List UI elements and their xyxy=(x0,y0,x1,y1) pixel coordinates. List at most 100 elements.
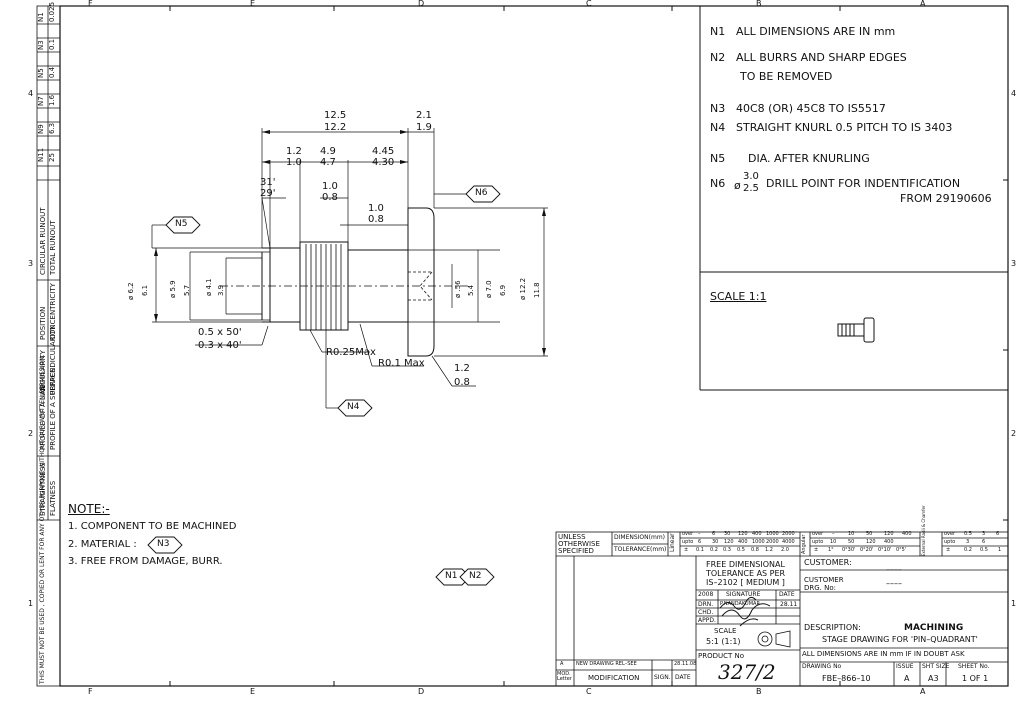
tb-ext-pm: ± xyxy=(946,547,951,553)
dim-chamfer-2: 0.3 x 40' xyxy=(198,340,242,351)
arrowheads xyxy=(154,130,546,356)
dim-dia-4-1: ø 4.1 xyxy=(205,278,213,296)
tb-lin-tol-0: 0.1 xyxy=(696,547,704,553)
tb-unless: UNLESS xyxy=(558,533,586,541)
signature xyxy=(719,596,771,627)
tb-description: DESCRIPTION: xyxy=(804,623,861,632)
tb-free-dim: FREE DIMENSIONAL xyxy=(706,560,785,569)
legend-position: POSITION xyxy=(39,306,47,340)
tb-lin-upto-0: 6 xyxy=(698,539,702,545)
tb-chd: CHD. xyxy=(698,609,714,616)
zone-number-4: 4 xyxy=(1011,89,1017,98)
zone-letter-f: F xyxy=(88,0,93,8)
tb-upto: upto xyxy=(682,539,694,545)
tb-lin-upto-2: 120 xyxy=(724,539,734,545)
tb-dimension-mm: DIMENSION(mm) xyxy=(614,534,666,541)
note-n6-sub: 2.5 xyxy=(743,183,759,194)
dim-1-0c: 1.0 xyxy=(368,203,384,214)
note-n6-text: DRILL POINT FOR INDENTIFICATION xyxy=(766,177,961,190)
tb-mod-letter: MOD. Letter xyxy=(557,671,572,682)
tb-ang-pm: ± xyxy=(814,547,819,553)
dim-1-0: 1.0 xyxy=(286,157,302,168)
tb-specified: SPECIFIED xyxy=(558,547,594,555)
roughness-n1: N1 xyxy=(37,12,45,22)
drill-hidden xyxy=(220,271,470,301)
dim-dia-6-9: 6.9 xyxy=(499,284,507,296)
tb-ang-over-3: 120 xyxy=(884,531,894,537)
dim-12-5: 12.5 xyxy=(324,110,347,121)
tb-linear: Linear xyxy=(669,533,676,552)
dim-dia-7-0: ø 7.0 xyxy=(485,280,493,298)
tb-sheet-no: 1 OF 1 xyxy=(962,674,989,683)
balloon-n4: N4 xyxy=(347,402,360,412)
note-n6-sup: 3.0 xyxy=(743,171,759,182)
note-heading: NOTE:- xyxy=(68,502,110,516)
dim-dia-12-2: ø 12.2 xyxy=(519,277,527,300)
tb-ext-upto-1: 6 xyxy=(982,539,986,545)
tb-mod-text: NEW DRAWING REL–SEE xyxy=(576,661,637,667)
dim-4-9: 4.9 xyxy=(320,146,336,157)
tb-mod-a: A xyxy=(560,661,564,667)
tb-ext-tol-0: 0.2 xyxy=(964,547,972,553)
dim-4-45: 4.45 xyxy=(372,146,395,157)
scale-label: SCALE 1:1 xyxy=(710,290,767,303)
zone-letter-a-bottom: A xyxy=(920,687,926,696)
tb-drg-no: DRG. No: xyxy=(804,584,837,592)
roughness-n7: N7 xyxy=(37,96,45,106)
roughness-v11: 25 xyxy=(48,153,56,162)
dim-4-7: 4.7 xyxy=(320,157,336,168)
zone-number-2-left: 2 xyxy=(28,429,34,438)
zone-letter-e-bottom: E xyxy=(250,687,256,696)
tb-issue: A xyxy=(904,674,910,683)
dim-1-9: 1.9 xyxy=(416,122,432,133)
dim-1-2b: 1.2 xyxy=(454,363,470,374)
balloon-n6: N6 xyxy=(475,188,488,198)
zone-letter-b: B xyxy=(756,0,762,8)
tb-all-dims: ALL DIMENSIONS ARE IN mm IF IN DOUBT ASK xyxy=(802,650,965,658)
tb-ang-upto-3: 400 xyxy=(884,539,894,545)
note-n6-prefix: ø xyxy=(734,179,741,192)
legend-concentricity: CONCENTRICITY xyxy=(49,283,57,340)
tb-ang-over: over xyxy=(812,531,824,537)
tb-lin-over-3: 120 xyxy=(738,531,748,537)
roughness-v9: 6.3 xyxy=(48,122,56,134)
tb-customer-drg-val: –––– xyxy=(886,579,902,588)
balloon-n3: N3 xyxy=(157,539,170,549)
tb-lin-tol-5: 1.2 xyxy=(765,547,773,553)
note-n6-id: N6 xyxy=(710,177,726,190)
tb-lin-upto-6: 4000 xyxy=(782,539,795,545)
note-item-3: 3. FREE FROM DAMAGE, BURR. xyxy=(68,556,223,567)
tb-drn-date: 28.11 xyxy=(780,601,798,608)
tb-ang-upto: upto xyxy=(812,539,824,545)
zone-number-4-left: 4 xyxy=(28,89,34,98)
tb-mod-date: 28.11.08 xyxy=(674,661,697,667)
tb-lin-over-2: 30 xyxy=(724,531,731,537)
tb-lin-tol-4: 0.8 xyxy=(751,547,759,553)
tb-ang-over-1: 10 xyxy=(848,531,855,537)
tb-lin-over-4: 400 xyxy=(752,531,762,537)
dimension-lines xyxy=(151,128,548,409)
tb-angular: Angular xyxy=(801,534,807,554)
tb-free-dim3: IS–2102 [ MEDIUM ] xyxy=(706,578,785,587)
tb-ang-over-2: 50 xyxy=(866,531,873,537)
balloon-n1: N1 xyxy=(445,571,458,581)
dim-dia-5-9: ø 5.9 xyxy=(169,280,177,298)
zone-letter-c-bottom: C xyxy=(586,687,592,696)
dim-31: 31' xyxy=(260,177,276,188)
dim-0-8b: 0.8 xyxy=(322,192,338,203)
tb-ext-over: over xyxy=(944,531,956,537)
tb-scale: SCALE xyxy=(714,627,737,635)
roughness-v1: 0.025 xyxy=(48,1,56,22)
tb-drn: DRN. xyxy=(698,601,714,608)
dim-1-2: 1.2 xyxy=(286,146,302,157)
tb-ang-tol-2: 0°20' xyxy=(860,547,874,553)
tb-handwritten: 327/2 xyxy=(718,660,776,684)
tb-ext-upto-0: 3 xyxy=(966,539,970,545)
balloons xyxy=(147,185,501,586)
zone-letter-b-bottom: B xyxy=(756,687,762,696)
roughness-v7: 1.6 xyxy=(48,94,56,106)
tb-modification: MODIFICATION xyxy=(588,674,640,682)
tb-sign: SIGN. xyxy=(654,674,671,681)
tb-ang-tol-4: 0°5' xyxy=(896,547,907,553)
tb-drn-name: P.NANDAKUMAR xyxy=(720,601,760,607)
